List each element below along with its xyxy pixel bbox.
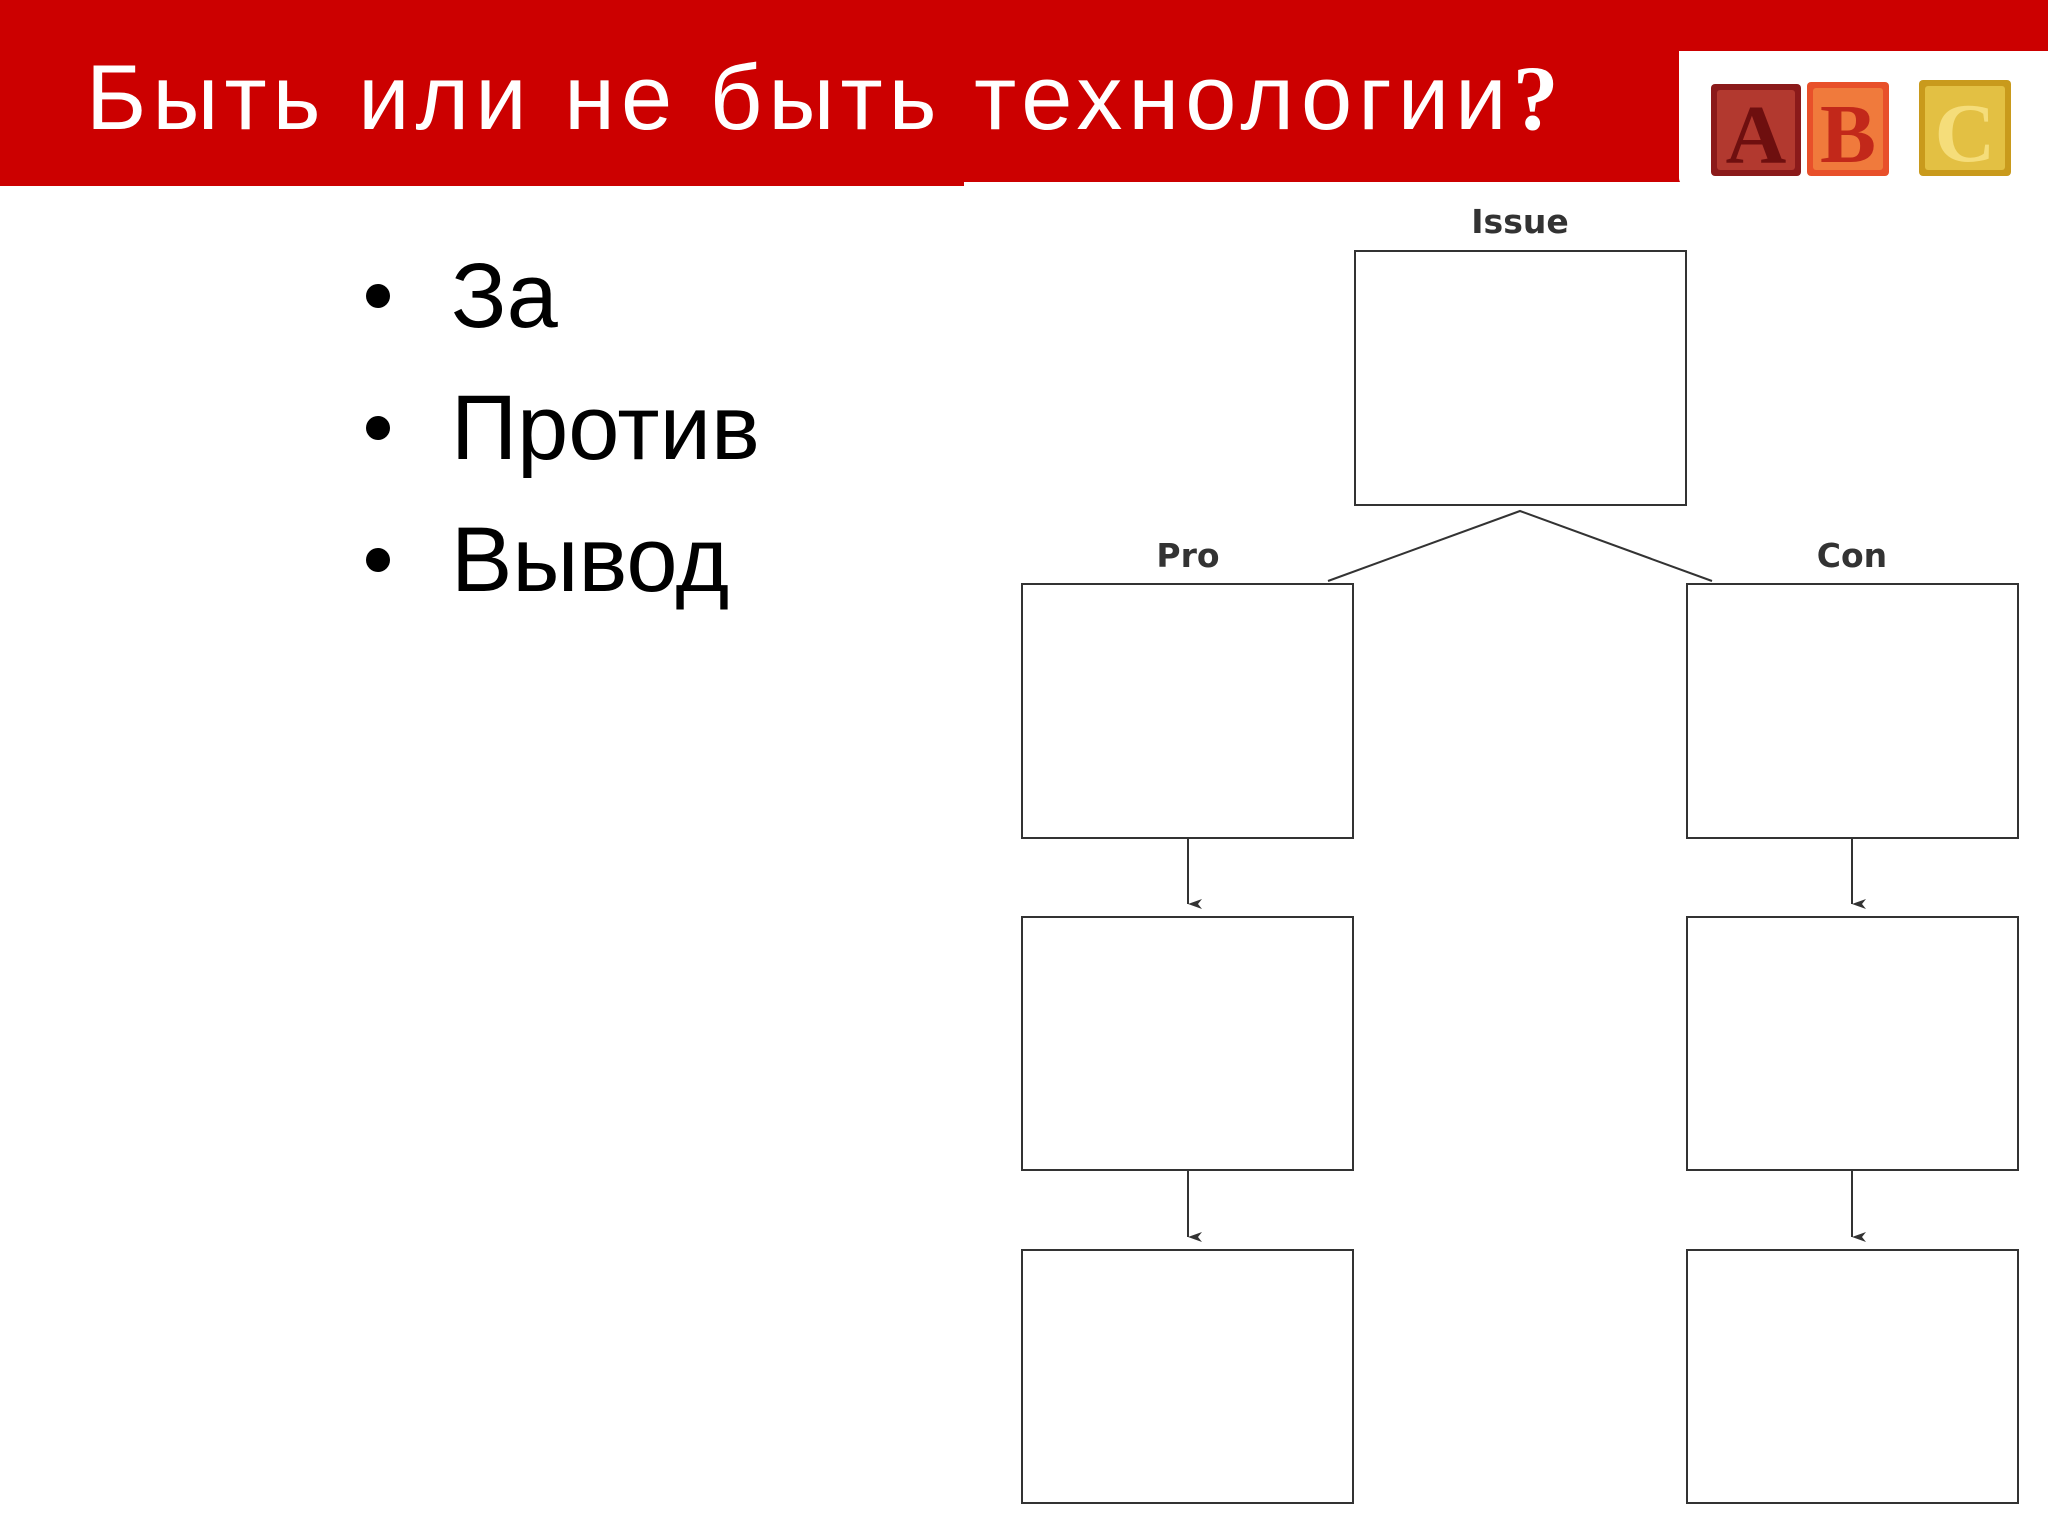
bullet-dot-icon: [366, 548, 390, 572]
block-a-letter: A: [1726, 89, 1787, 182]
slide-title-text: Быть или не быть технологии: [86, 47, 1513, 149]
con-label: Con: [1817, 536, 1887, 575]
con-box-3: [1686, 1249, 2019, 1504]
block-a: A: [1711, 84, 1801, 182]
pro-box-1: [1021, 583, 1354, 839]
pro-label: Pro: [1156, 536, 1219, 575]
bullet-item-pro: За: [366, 230, 760, 362]
bullet-item-con: Против: [366, 362, 760, 494]
abc-blocks-logo: A B C: [1679, 51, 2048, 186]
block-b-letter: B: [1820, 88, 1876, 181]
con-box-1: [1686, 583, 2019, 839]
bullet-list: За Против Вывод: [366, 230, 760, 626]
bullet-text: За: [451, 245, 558, 347]
bullet-text: Против: [451, 377, 760, 479]
slide-title-question-mark: ?: [1512, 47, 1565, 149]
bullet-dot-icon: [366, 284, 390, 308]
block-c: C: [1919, 80, 2011, 180]
block-b: B: [1807, 82, 1889, 181]
issue-connector: [1327, 509, 1713, 582]
bullet-item-conclusion: Вывод: [366, 494, 760, 626]
pro-box-2: [1021, 916, 1354, 1171]
bullet-dot-icon: [366, 416, 390, 440]
block-c-letter: C: [1935, 87, 1996, 180]
bullet-text: Вывод: [451, 509, 730, 611]
slide-title: Быть или не быть технологии?: [86, 48, 1565, 148]
abc-blocks-logo-graphic: A B C: [1711, 80, 2011, 182]
issue-label: Issue: [1471, 202, 1568, 241]
pro-box-3: [1021, 1249, 1354, 1504]
con-box-2: [1686, 916, 2019, 1171]
issue-box: [1354, 250, 1687, 506]
